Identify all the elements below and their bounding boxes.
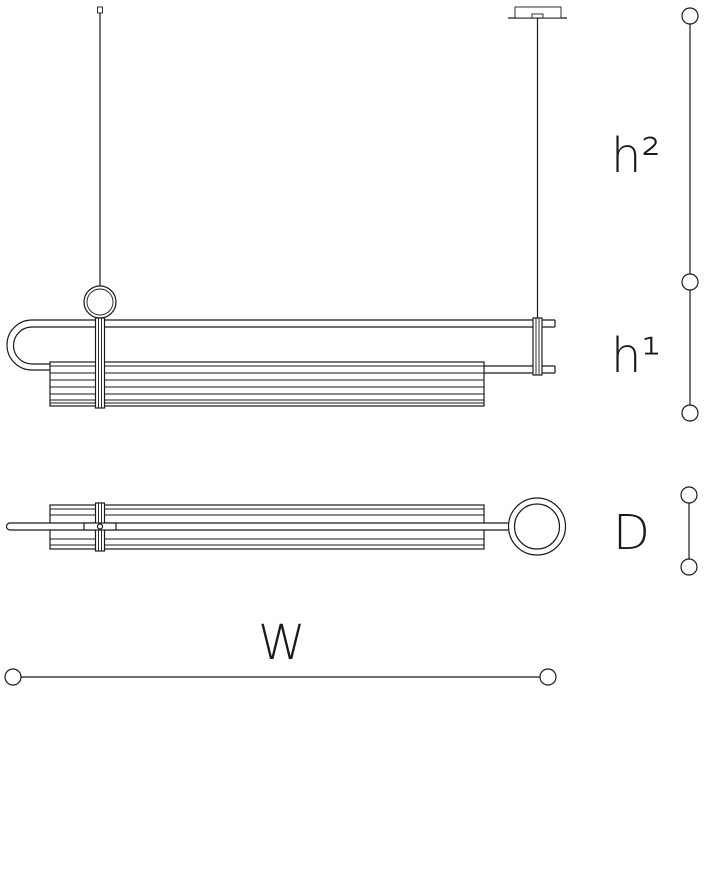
tube-top bbox=[5, 522, 512, 531]
dimension-node bbox=[680, 486, 698, 504]
left-clamp bbox=[94, 317, 106, 409]
dimension-w bbox=[4, 668, 557, 686]
dimension-h bbox=[681, 7, 699, 422]
front-view bbox=[6, 6, 567, 409]
top-view bbox=[5, 497, 567, 556]
dimension-node bbox=[680, 558, 698, 576]
dimension-node bbox=[681, 273, 699, 291]
dimension-node bbox=[681, 7, 699, 25]
hanging-ring bbox=[83, 285, 117, 319]
lower-tube-stub bbox=[484, 365, 556, 374]
ceiling-canopy bbox=[508, 6, 567, 19]
curved-tube-outer bbox=[6, 319, 555, 371]
left-clamp-top bbox=[83, 502, 117, 552]
light-bar bbox=[49, 361, 485, 407]
dimension-d bbox=[680, 486, 698, 576]
label-h2: h² bbox=[611, 128, 661, 184]
label-width: W bbox=[258, 615, 305, 671]
dimension-node bbox=[4, 668, 22, 686]
dimension-node bbox=[539, 668, 557, 686]
end-ring-top bbox=[507, 497, 567, 556]
right-clamp bbox=[532, 317, 543, 376]
curved-tube-inner bbox=[12, 326, 555, 365]
dimension-node bbox=[681, 404, 699, 422]
left-suspension-cable bbox=[97, 6, 103, 287]
label-h1: h¹ bbox=[611, 328, 661, 384]
label-depth: D bbox=[613, 505, 650, 561]
